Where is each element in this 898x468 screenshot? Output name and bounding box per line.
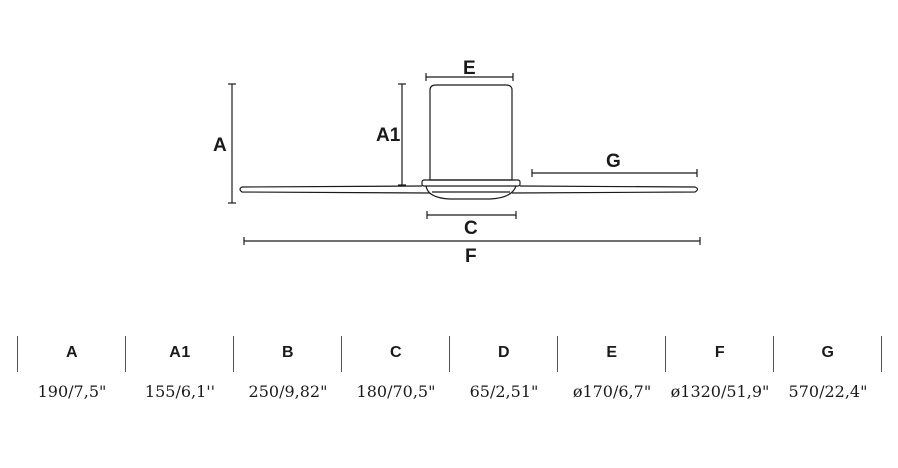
- label-e: E: [463, 58, 476, 79]
- column-separator: [125, 336, 126, 372]
- column-header-e: E: [606, 344, 618, 361]
- column-separator: [17, 336, 18, 372]
- value-g: 570/22,4": [788, 382, 868, 401]
- column-header-a1: A1: [169, 344, 191, 361]
- label-a: A: [213, 135, 227, 156]
- left-blade: [239, 185, 431, 194]
- motor-body: [429, 84, 513, 181]
- column-header-c: C: [389, 344, 403, 361]
- column-separator: [881, 336, 882, 372]
- value-a1: 155/6,1'': [144, 382, 216, 401]
- dimension-table: A A1 B C D E F G 190/7,5" 155/6,1'' 250/…: [0, 336, 898, 416]
- value-e: ø170/6,7": [572, 382, 652, 401]
- value-a: 190/7,5": [37, 382, 107, 401]
- column-header-d: D: [497, 344, 511, 361]
- label-a1: A1: [376, 125, 401, 146]
- value-d: 65/2,51": [469, 382, 539, 401]
- column-separator: [449, 336, 450, 372]
- value-f: ø1320/51,9": [670, 382, 770, 401]
- label-g: G: [606, 151, 621, 172]
- label-f: F: [465, 246, 477, 267]
- column-header-b: B: [281, 344, 295, 361]
- column-separator: [557, 336, 558, 372]
- motor-base: [425, 185, 517, 200]
- column-separator: [665, 336, 666, 372]
- value-c: 180/70,5": [356, 382, 436, 401]
- value-b: 250/9,82": [248, 382, 328, 401]
- label-c: C: [464, 218, 478, 239]
- column-separator: [233, 336, 234, 372]
- column-header-g: G: [821, 344, 835, 361]
- column-header-f: F: [714, 344, 726, 361]
- motor-collar: [421, 179, 521, 187]
- column-header-a: A: [65, 344, 79, 361]
- fan-dimension-diagram: A A1 E G C F: [213, 58, 701, 267]
- right-blade: [511, 185, 699, 194]
- column-separator: [773, 336, 774, 372]
- column-separator: [341, 336, 342, 372]
